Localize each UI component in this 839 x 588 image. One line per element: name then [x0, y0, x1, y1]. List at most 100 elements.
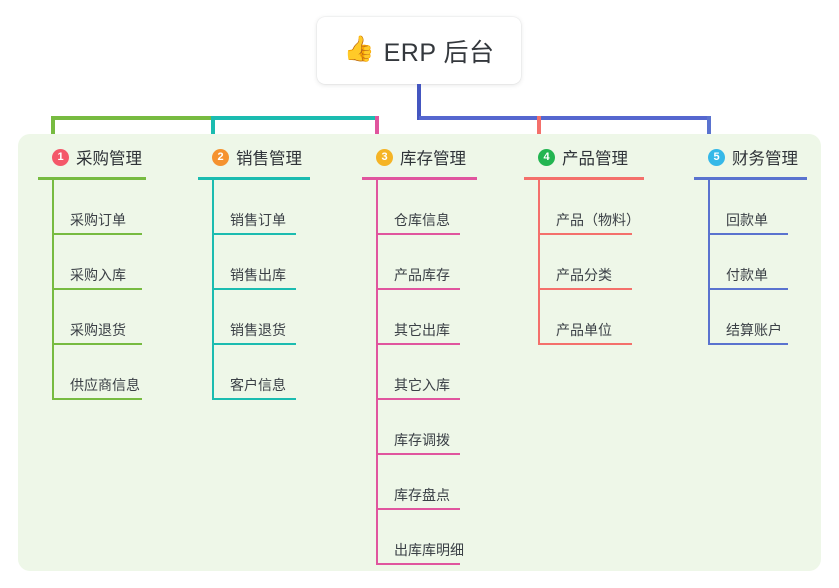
leaf-item-label: 付款单: [726, 267, 768, 283]
leaf-item[interactable]: 付款单: [708, 235, 806, 290]
leaf-item-rule: [378, 233, 460, 235]
leaf-item-rule: [710, 343, 788, 345]
leaf-item-rule: [214, 398, 296, 400]
branch-items-4: 产品（物料） 产品分类产品单位: [524, 180, 644, 345]
leaf-item[interactable]: 采购入库: [52, 235, 150, 290]
leaf-item-rule: [54, 343, 142, 345]
leaf-item[interactable]: 结算账户: [708, 290, 806, 345]
thumbs-up-icon: 👍: [343, 35, 375, 63]
branch-title-2: 销售管理: [236, 150, 302, 168]
leaf-item-rule: [214, 288, 296, 290]
branch-header-5[interactable]: 5 财务管理: [694, 144, 806, 170]
branch-column-5: 5 财务管理回款单付款单结算账户: [694, 144, 807, 345]
leaf-item[interactable]: 产品单位: [538, 290, 644, 345]
leaf-item-rule: [378, 398, 460, 400]
leaf-item[interactable]: 客户信息: [212, 345, 308, 400]
leaf-item-rule: [378, 563, 460, 565]
branch-header-2[interactable]: 2 销售管理: [198, 144, 308, 170]
leaf-item[interactable]: 销售出库: [212, 235, 308, 290]
leaf-item[interactable]: 回款单: [708, 180, 806, 235]
leaf-item[interactable]: 仓库信息: [376, 180, 474, 235]
branch-stem-1: [51, 116, 55, 146]
leaf-item-rule: [710, 288, 788, 290]
leaf-item[interactable]: 其它入库: [376, 345, 474, 400]
branch-rule-5: [694, 177, 807, 180]
branch-header-3[interactable]: 3 库存管理: [362, 144, 474, 170]
branch-spine-3: [376, 180, 378, 565]
branch-title-1: 采购管理: [76, 150, 142, 168]
leaf-item[interactable]: 产品分类: [538, 235, 644, 290]
rail-segment-2: [211, 116, 377, 120]
leaf-item[interactable]: 出库库明细: [376, 510, 474, 565]
leaf-item-label: 客户信息: [230, 377, 286, 393]
branch-title-3: 库存管理: [400, 150, 466, 168]
leaf-item-label: 回款单: [726, 212, 768, 228]
branch-column-3: 3 库存管理仓库信息产品库存其它出库其它入库库存调拨库存盘点出库库明细: [362, 144, 477, 565]
leaf-item-rule: [540, 288, 632, 290]
leaf-item-label: 采购订单: [70, 212, 126, 228]
trunk-connector: [417, 84, 421, 120]
leaf-item-rule: [378, 288, 460, 290]
branch-column-2: 2 销售管理销售订单销售出库销售退货客户信息: [198, 144, 310, 400]
leaf-item-rule: [378, 453, 460, 455]
branch-title-5: 财务管理: [732, 150, 798, 168]
branch-badge-4: 4: [538, 148, 555, 166]
branch-badge-1: 1: [52, 148, 69, 166]
leaf-item-label: 销售退货: [230, 322, 286, 338]
leaf-item-rule: [54, 398, 142, 400]
root-title: ERP 后台: [383, 38, 495, 67]
leaf-item-label: 库存调拨: [394, 432, 450, 448]
leaf-item-rule: [378, 343, 460, 345]
leaf-item[interactable]: 库存调拨: [376, 400, 474, 455]
branch-items-2: 销售订单销售出库销售退货客户信息: [198, 180, 308, 400]
leaf-item[interactable]: 采购退货: [52, 290, 150, 345]
branches-panel: [18, 134, 821, 571]
branch-items-3: 仓库信息产品库存其它出库其它入库库存调拨库存盘点出库库明细: [362, 180, 474, 565]
leaf-item[interactable]: 产品（物料）: [538, 180, 644, 235]
leaf-item[interactable]: 供应商信息: [52, 345, 150, 400]
leaf-item-rule: [710, 233, 788, 235]
leaf-item-label: 销售订单: [230, 212, 286, 228]
leaf-item-label: 销售出库: [230, 267, 286, 283]
leaf-item-rule: [540, 343, 632, 345]
leaf-item[interactable]: 库存盘点: [376, 455, 474, 510]
branch-badge-2: 2: [212, 148, 229, 166]
leaf-item[interactable]: 其它出库: [376, 290, 474, 345]
leaf-item-label: 产品库存: [394, 267, 450, 283]
leaf-item-label: 其它入库: [394, 377, 450, 393]
leaf-item[interactable]: 产品库存: [376, 235, 474, 290]
branch-rule-1: [38, 177, 146, 180]
leaf-item-label: 库存盘点: [394, 487, 450, 503]
branch-title-4: 产品管理: [562, 150, 628, 168]
branch-rule-3: [362, 177, 477, 180]
leaf-item-label: 产品（物料）: [556, 212, 640, 228]
branch-stem-3: [375, 116, 379, 146]
branch-badge-5: 5: [708, 148, 725, 166]
rail-segment-1: [51, 116, 213, 120]
branch-header-4[interactable]: 4 产品管理: [524, 144, 644, 170]
root-node[interactable]: 👍 ERP 后台: [317, 17, 521, 84]
leaf-item-label: 出库库明细: [394, 542, 464, 558]
branch-rule-4: [524, 177, 644, 180]
leaf-item-label: 产品单位: [556, 322, 612, 338]
branch-badge-3: 3: [376, 148, 393, 166]
leaf-item[interactable]: 销售退货: [212, 290, 308, 345]
leaf-item[interactable]: 采购订单: [52, 180, 150, 235]
leaf-item-rule: [540, 233, 632, 235]
branch-items-1: 采购订单采购入库采购退货供应商信息: [38, 180, 150, 400]
leaf-item-rule: [214, 233, 296, 235]
leaf-item-label: 采购入库: [70, 267, 126, 283]
branch-rule-2: [198, 177, 310, 180]
leaf-item-label: 产品分类: [556, 267, 612, 283]
branch-spine-5: [708, 180, 710, 345]
leaf-item-label: 采购退货: [70, 322, 126, 338]
rail-segment-3: [419, 116, 711, 120]
branch-stem-5: [707, 116, 711, 146]
branch-header-1[interactable]: 1 采购管理: [38, 144, 150, 170]
leaf-item-rule: [378, 508, 460, 510]
leaf-item-rule: [54, 288, 142, 290]
branch-spine-1: [52, 180, 54, 400]
leaf-item[interactable]: 销售订单: [212, 180, 308, 235]
leaf-item-label: 其它出库: [394, 322, 450, 338]
